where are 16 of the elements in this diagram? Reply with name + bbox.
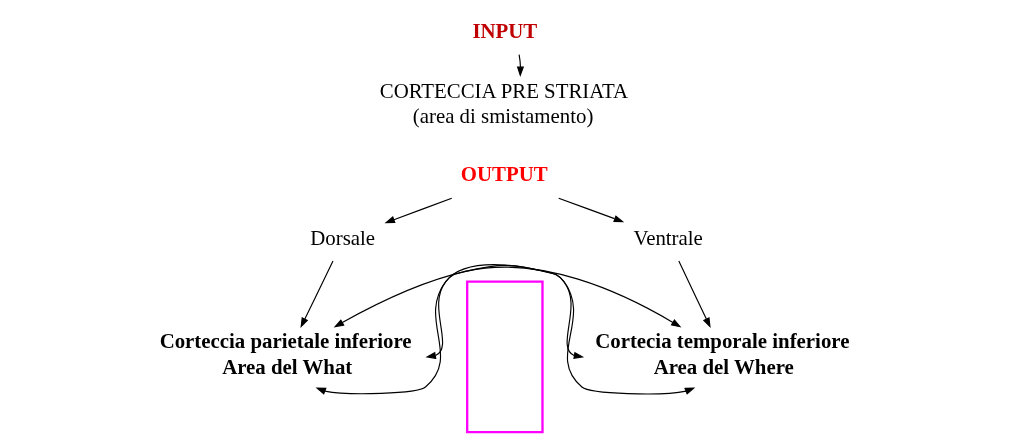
node-box — [465, 280, 544, 434]
arrow — [299, 260, 334, 329]
node-text: Ventrale — [632, 225, 703, 250]
arrow — [315, 264, 695, 395]
arrow — [516, 54, 524, 77]
arrow — [557, 197, 624, 223]
node-text: CORTECCIA PRE STRIATA (area di smistamento) — [379, 78, 628, 129]
arrow — [333, 266, 681, 328]
arrow — [425, 264, 584, 360]
node-text: INPUT — [471, 18, 537, 43]
node-text: Corteccia parietale inferiore Area del What — [159, 329, 412, 379]
node-text: OUTPUT — [460, 162, 548, 187]
node-text: Cortecia temporale inferiore Area del Where — [594, 329, 849, 379]
node-text: Dorsale — [309, 225, 375, 250]
arrow — [677, 260, 711, 329]
arrow — [384, 197, 452, 224]
